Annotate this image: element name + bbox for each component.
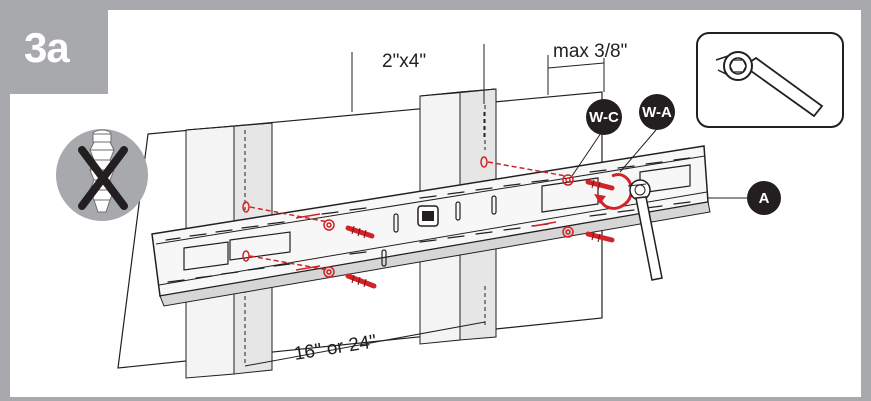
depth-dimension (547, 55, 605, 95)
wall-plate (151, 145, 711, 307)
lag-bolt (345, 273, 377, 289)
callout-part-a: A (747, 181, 781, 215)
lag-bolt (345, 225, 375, 239)
pilot-hole-markers (242, 156, 574, 278)
callout-washer-c-label: W-C (589, 109, 619, 126)
step-badge (10, 10, 108, 94)
tighten-arrow-icon (594, 173, 633, 210)
callout-washer-c: W-C (586, 99, 622, 135)
step-label: 3a (24, 24, 70, 71)
callout-part-a-label: A (759, 190, 770, 207)
lag-bolts (345, 179, 615, 289)
callout-leaders (571, 129, 748, 199)
lumber-dimension (351, 44, 485, 140)
stud-spacing-dimension (244, 105, 486, 367)
lag-bolt (585, 179, 615, 191)
socket-wrench-in-use (627, 179, 663, 281)
callout-washer-a-label: W-A (642, 104, 672, 121)
max-depth-label: max 3/8" (553, 41, 627, 62)
socket-wrench-icon (715, 51, 824, 118)
callout-washer-a: W-A (639, 94, 675, 130)
lumber-size-label: 2"x4" (382, 51, 426, 72)
no-drywall-anchor-icon (56, 129, 148, 221)
lag-bolt (585, 231, 615, 243)
tool-panel (696, 32, 844, 128)
